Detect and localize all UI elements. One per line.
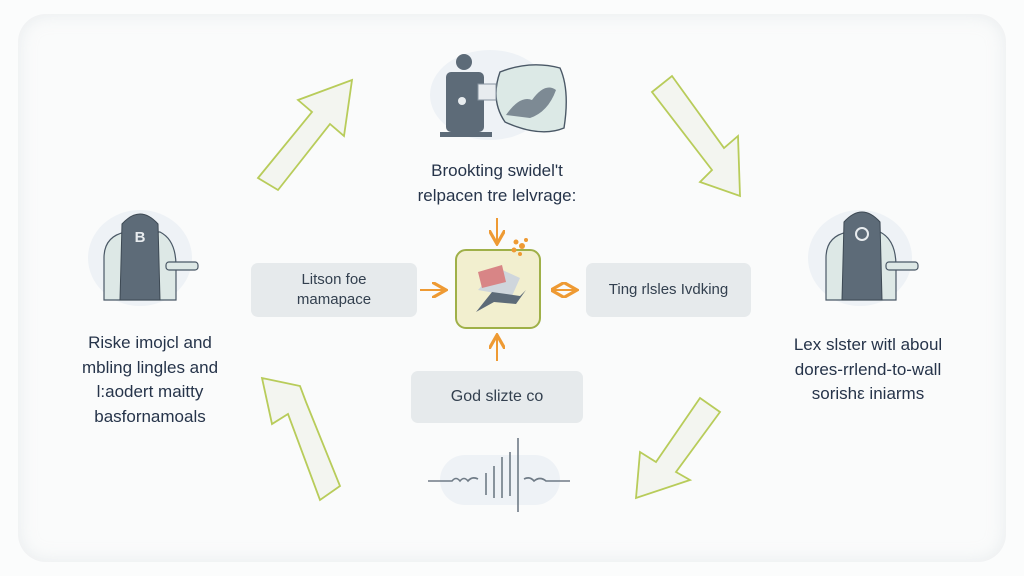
- right-box-label: Ting rlsles Ivdking: [608, 281, 729, 298]
- caption-line: dores-rrlend-to-wall: [794, 359, 942, 379]
- caption-line: mbling lingles and: [81, 357, 219, 377]
- left-box: Litson foe mamapace: [251, 263, 417, 317]
- cycle-arrow-top-left: [256, 78, 354, 192]
- connector-arrows: [420, 218, 575, 361]
- caption-line: Lex slster witl aboul: [793, 335, 943, 354]
- bottom-box-label: God slizte co: [450, 388, 544, 405]
- caption-line: Riske imojcl and: [88, 333, 212, 352]
- caption-line: sorishε iniarms: [811, 384, 925, 403]
- caption-line: Brookting swidel't: [431, 161, 563, 180]
- caption-line: relpacen tre lelvrage:: [417, 185, 577, 205]
- bottom-box: God slizte co: [411, 371, 583, 423]
- left-box-line: Litson foe: [301, 271, 367, 288]
- left-device-illustration: B: [88, 210, 199, 306]
- cycle-arrow-top-right: [650, 74, 741, 198]
- left-caption: Riske imojcl and mbling lingles and l:ao…: [50, 331, 250, 429]
- left-box-line: mamapace: [296, 291, 372, 308]
- left-device-label: B: [135, 229, 146, 246]
- right-box: Ting rlsles Ivdking: [586, 263, 751, 317]
- cycle-arrow-bottom-left: [260, 376, 342, 502]
- caption-line: basfornamoals: [94, 406, 206, 426]
- cycle-arrow-bottom-right: [634, 396, 722, 500]
- top-device-illustration: [430, 50, 567, 140]
- caption-line: l:aodert maitty: [96, 382, 204, 401]
- central-hub: [455, 238, 541, 329]
- waveform-icon: [428, 438, 570, 512]
- top-caption: Brookting swidel't relpacen tre lelvrage…: [397, 159, 597, 208]
- right-device-illustration: [808, 210, 919, 306]
- right-caption: Lex slster witl aboul dores-rrlend-to-wa…: [758, 333, 978, 407]
